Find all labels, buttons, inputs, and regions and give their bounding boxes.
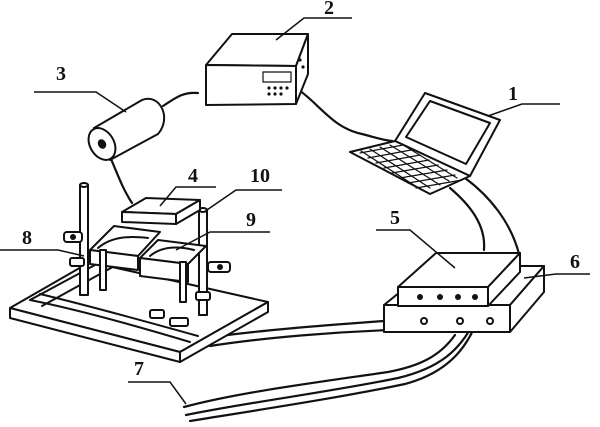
label-5: 5 bbox=[390, 207, 400, 229]
labels: 1 2 3 4 5 6 7 8 9 10 bbox=[22, 0, 580, 380]
leader-5 bbox=[376, 229, 456, 269]
display-window bbox=[262, 71, 292, 83]
label-9: 9 bbox=[246, 209, 256, 231]
label-1: 1 bbox=[508, 83, 518, 105]
cable-3-2 bbox=[161, 91, 200, 108]
cable-bundle-7c bbox=[188, 310, 482, 423]
leader-1 bbox=[487, 103, 560, 117]
keyboard bbox=[359, 142, 463, 190]
cable-bundle-7b bbox=[184, 320, 476, 417]
laptop bbox=[349, 92, 501, 195]
leader-8 bbox=[0, 249, 85, 257]
label-7: 7 bbox=[134, 358, 144, 380]
leader-4 bbox=[159, 186, 216, 207]
test-fixture bbox=[9, 182, 269, 363]
label-4: 4 bbox=[188, 165, 198, 187]
controller-unit bbox=[205, 33, 309, 106]
leader-2 bbox=[275, 17, 352, 41]
label-8: 8 bbox=[22, 227, 32, 249]
label-10: 10 bbox=[250, 165, 270, 187]
label-6: 6 bbox=[570, 251, 580, 273]
cable-2-1 bbox=[294, 86, 394, 143]
cable-1-6 bbox=[463, 176, 522, 260]
cable-bundle-7a bbox=[182, 333, 457, 409]
leader-lines bbox=[0, 17, 590, 405]
leader-6 bbox=[523, 273, 590, 279]
leader-3 bbox=[34, 91, 127, 113]
cable-1-5 bbox=[448, 186, 486, 252]
label-2: 2 bbox=[324, 0, 334, 19]
leader-9 bbox=[175, 231, 270, 251]
instrument-5 bbox=[397, 252, 521, 307]
leader-7 bbox=[128, 381, 187, 405]
label-3: 3 bbox=[56, 63, 66, 85]
leader-10 bbox=[203, 189, 282, 213]
sensor-cylinder bbox=[87, 97, 166, 161]
